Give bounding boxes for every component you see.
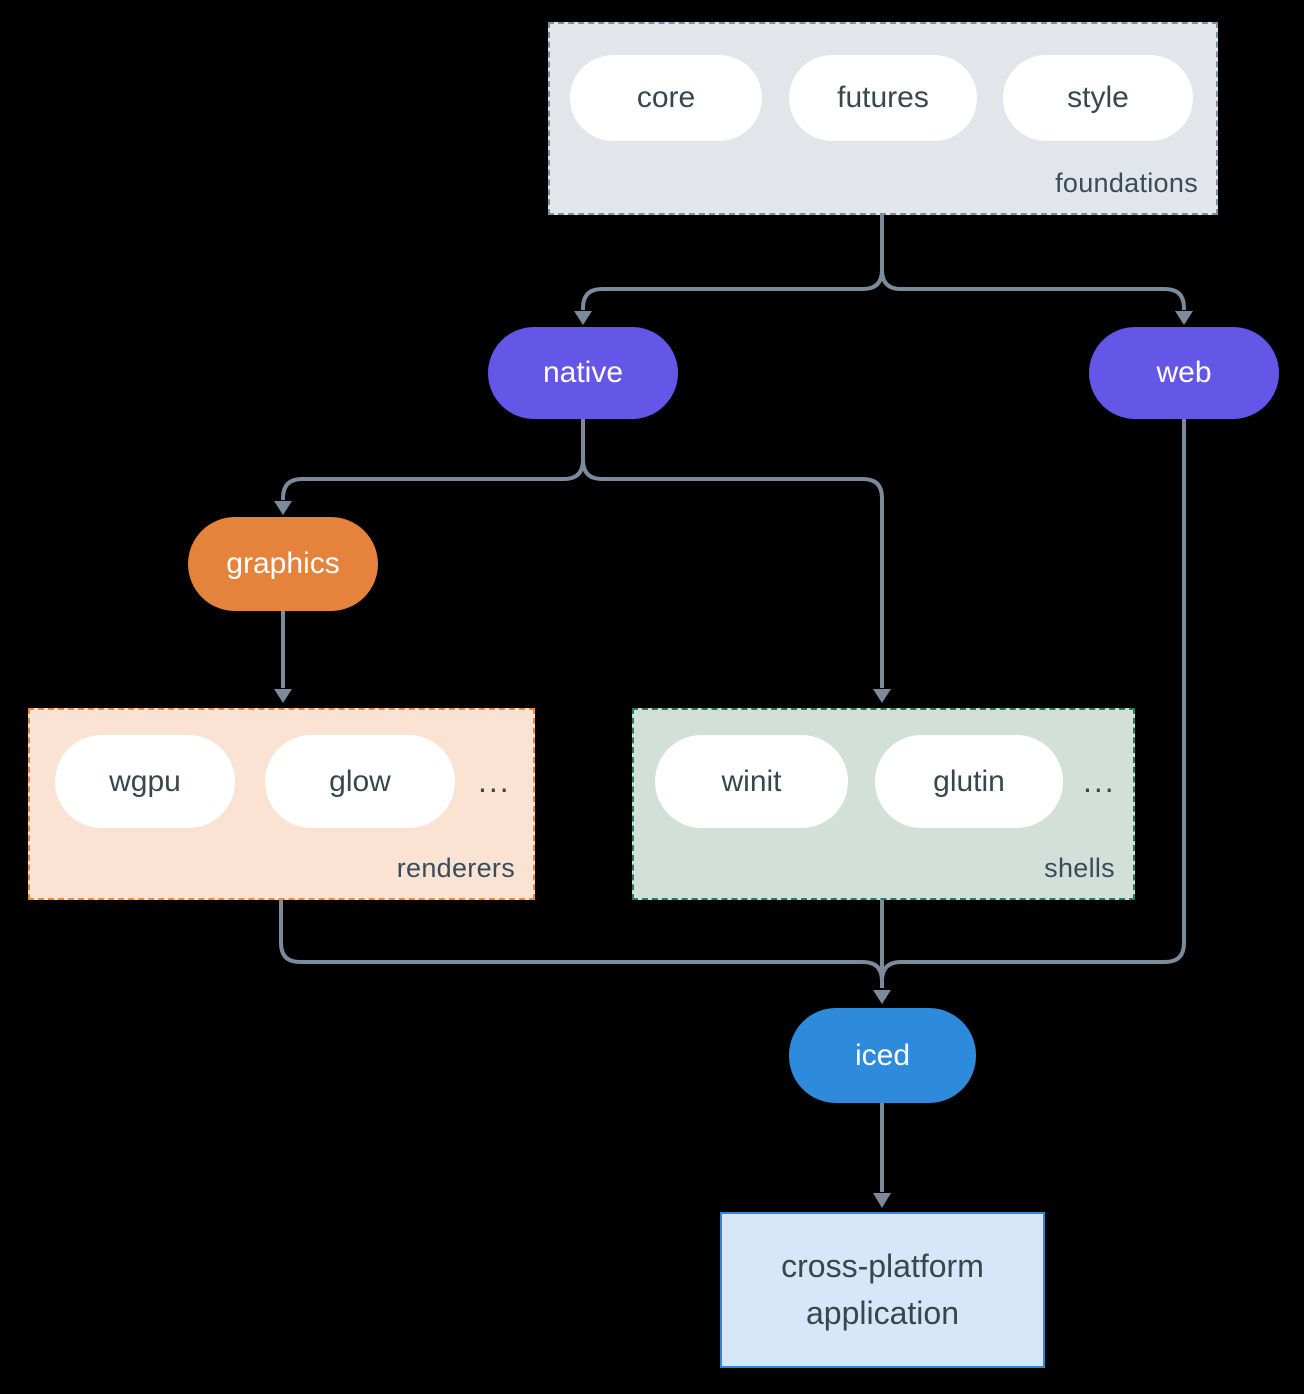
node-native-label: native: [542, 356, 624, 389]
node-style-label: style: [1067, 81, 1129, 114]
node-winit: winit: [655, 735, 848, 828]
arrowhead-native: [574, 311, 592, 325]
node-glutin-label: glutin: [933, 764, 1005, 798]
node-glutin: glutin: [875, 735, 1063, 828]
node-native: native: [488, 327, 678, 419]
shells-ellipsis: ...: [1083, 763, 1116, 799]
node-core: core: [570, 55, 762, 141]
node-web: web: [1089, 327, 1279, 419]
edge-foundations-web: [880, 215, 1186, 310]
node-wgpu: wgpu: [55, 735, 235, 828]
cross-platform-application-box: cross-platform application: [720, 1212, 1045, 1368]
node-iced-label: iced: [854, 1038, 911, 1072]
node-glow-label: glow: [329, 764, 391, 798]
arrowhead-shells: [873, 689, 891, 703]
edge-native-graphics: [281, 419, 585, 500]
app-box-line1: cross-platform: [781, 1248, 984, 1284]
arrowhead-iced: [873, 990, 891, 1004]
edge-native-shells: [581, 419, 884, 688]
edge-foundations-native: [581, 215, 884, 310]
node-graphics: graphics: [188, 517, 378, 611]
group-renderers-label: renderers: [396, 853, 515, 883]
arrowhead-application: [873, 1193, 891, 1208]
node-glow: glow: [265, 735, 455, 828]
arrowhead-graphics: [274, 501, 292, 515]
node-futures-label: futures: [837, 81, 929, 114]
node-web-label: web: [1156, 356, 1212, 389]
node-core-label: core: [636, 81, 696, 114]
renderers-ellipsis: ...: [478, 763, 511, 799]
node-wgpu-label: wgpu: [109, 764, 181, 798]
edge-web-iced: [880, 419, 1186, 982]
group-shells-label: shells: [1044, 853, 1115, 883]
app-box-line2: application: [806, 1295, 959, 1331]
node-graphics-label: graphics: [226, 547, 340, 580]
edge-renderers-iced: [279, 900, 884, 982]
node-winit-label: winit: [721, 764, 782, 798]
node-futures: futures: [789, 55, 977, 141]
arrowhead-renderers: [274, 689, 292, 703]
node-style: style: [1003, 55, 1193, 141]
node-iced: iced: [789, 1008, 976, 1103]
group-foundations-label: foundations: [1055, 168, 1198, 198]
arrowhead-web: [1175, 311, 1193, 325]
